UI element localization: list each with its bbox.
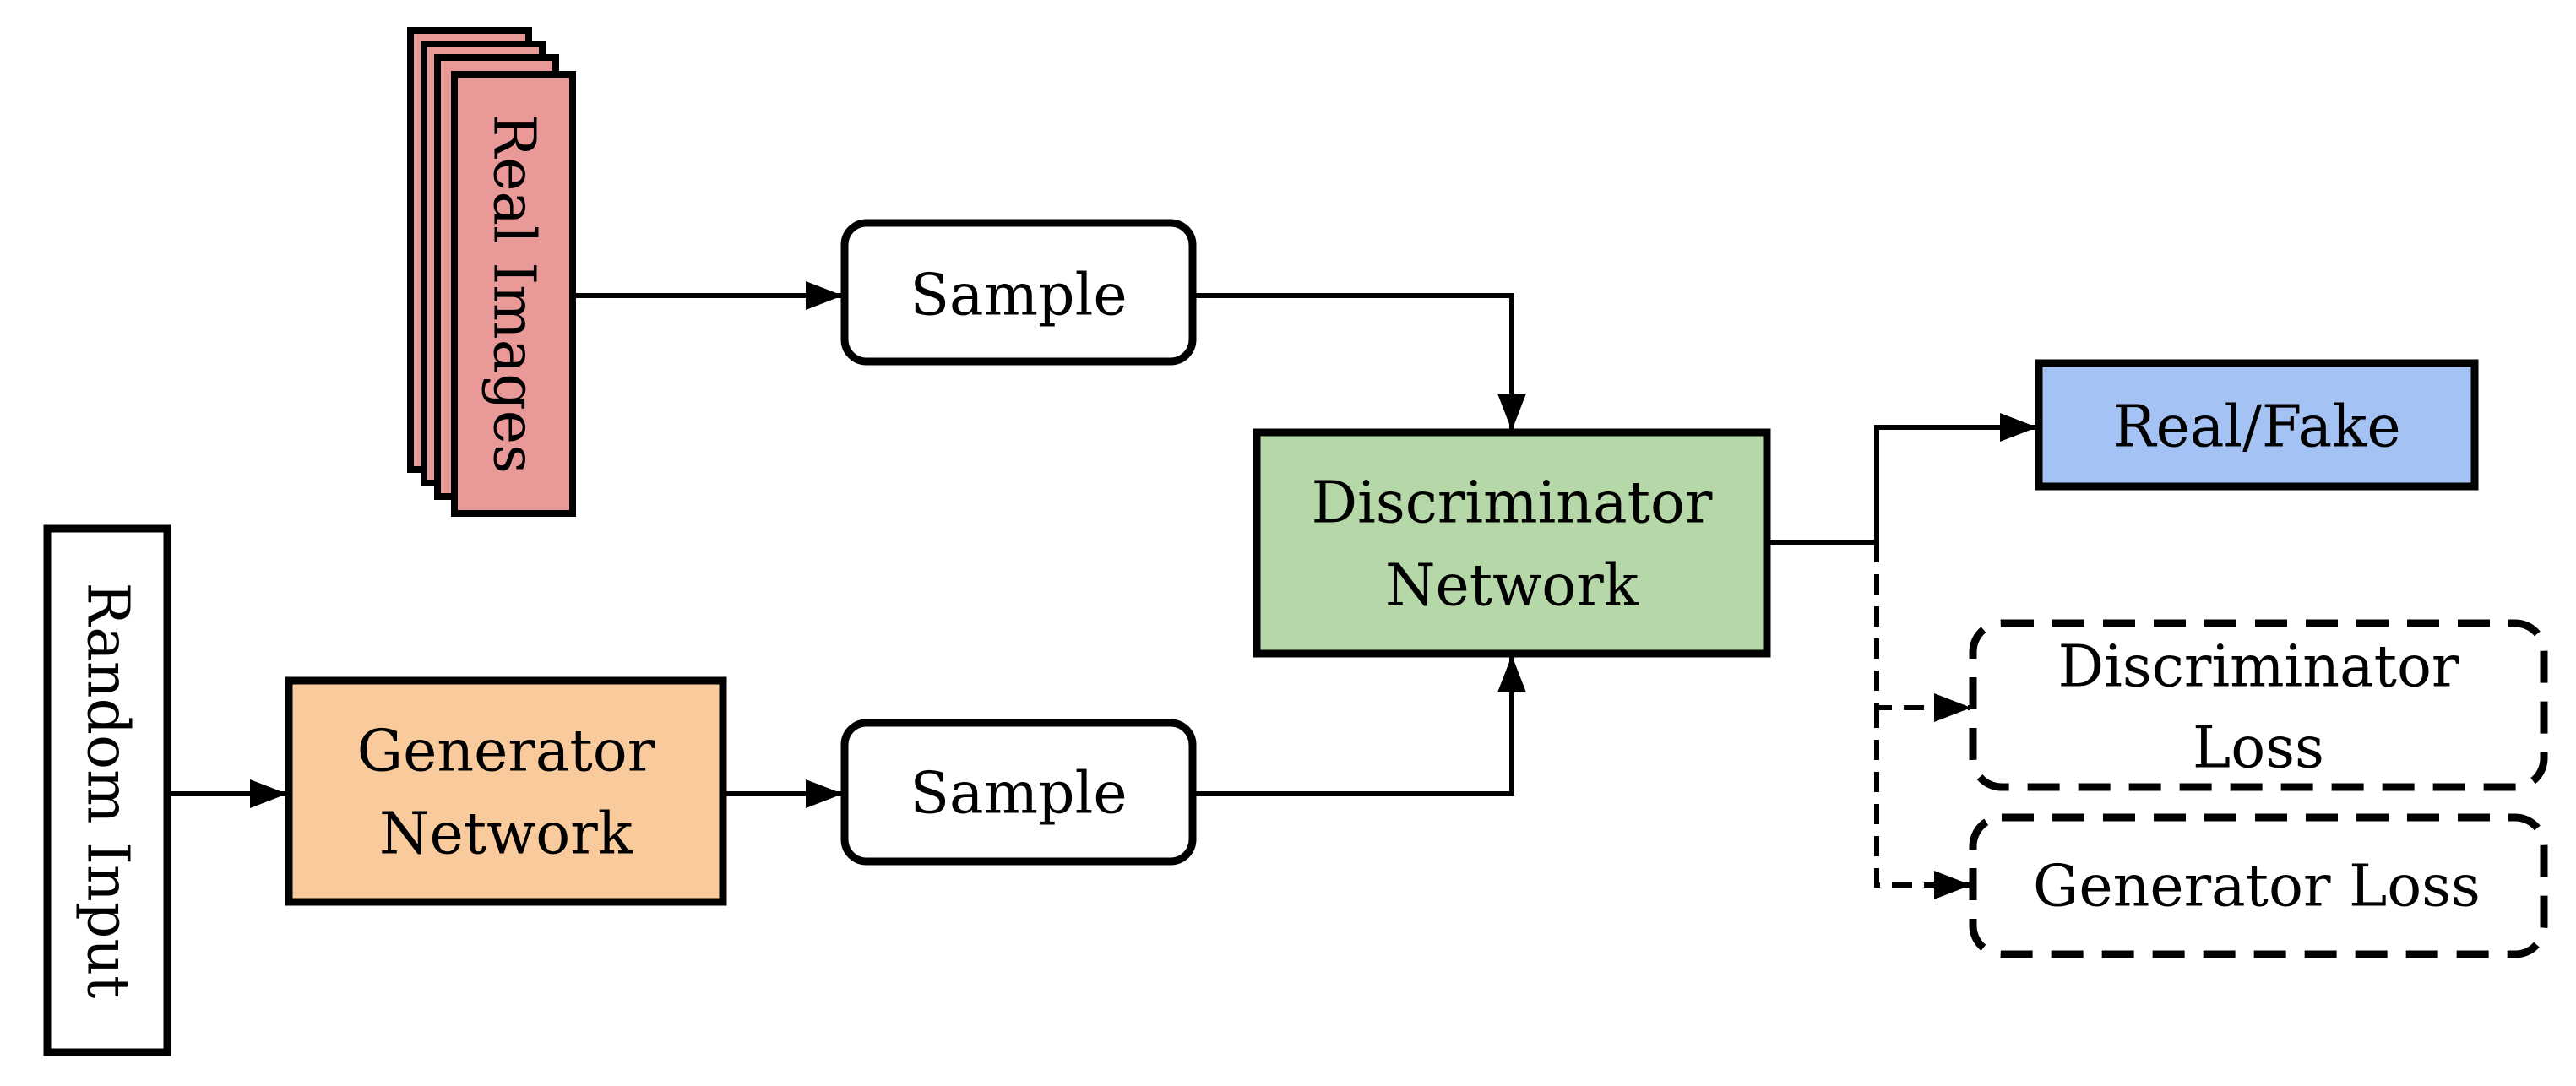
discriminator-network-label-line1: Discriminator: [1312, 470, 1713, 537]
discriminator-loss-label-line1: Discriminator: [2058, 634, 2459, 701]
real-images-card-front: [451, 71, 576, 517]
edge-discriminator-to-discriminator-loss: [1874, 542, 1971, 722]
generator-network-box: [285, 676, 727, 906]
generator-network-label-line2: Network: [379, 801, 633, 868]
random-input-label: Random Input: [74, 583, 141, 999]
generator-loss-label: Generator Loss: [2033, 854, 2481, 920]
sample-bottom-node: Sample: [840, 719, 1197, 866]
sample-top-label: Sample: [910, 263, 1127, 329]
discriminator-network-label-line2: Network: [1385, 553, 1639, 620]
generator-loss-node: Generator Loss: [1969, 813, 2548, 958]
edge-discriminator-to-real-fake: [1770, 413, 2037, 545]
discriminator-network-box: [1253, 428, 1771, 658]
edge-sample-bottom-to-discriminator: [1196, 655, 1526, 796]
edge-sample-top-to-discriminator: [1196, 293, 1526, 431]
sample-bottom-label: Sample: [910, 761, 1127, 828]
random-input-node: Random Input: [43, 524, 171, 1056]
real-fake-label: Real/Fake: [2112, 394, 2400, 461]
edges: [171, 281, 2037, 899]
sample-top-node: Sample: [840, 219, 1197, 366]
discriminator-loss-label-line2: Loss: [2193, 715, 2324, 782]
discriminator-loss-box: [1969, 619, 2548, 791]
generator-network-label-line1: Generator: [357, 719, 655, 785]
generator-loss-box: [1969, 813, 2548, 958]
sample-top-box: [840, 219, 1197, 366]
discriminator-loss-node: Discriminator Loss: [1969, 619, 2548, 791]
real-fake-node: Real/Fake: [2035, 359, 2479, 491]
real-images-stack: Real Images: [407, 27, 576, 517]
sample-bottom-box: [840, 719, 1197, 866]
real-fake-box: [2035, 359, 2479, 491]
edge-discriminator-to-generator-loss: [1874, 708, 1971, 899]
real-images-label: Real Images: [481, 114, 547, 474]
discriminator-network-node: Discriminator Network: [1253, 428, 1771, 658]
random-input-box: [43, 524, 171, 1056]
generator-network-node: Generator Network: [285, 676, 727, 906]
